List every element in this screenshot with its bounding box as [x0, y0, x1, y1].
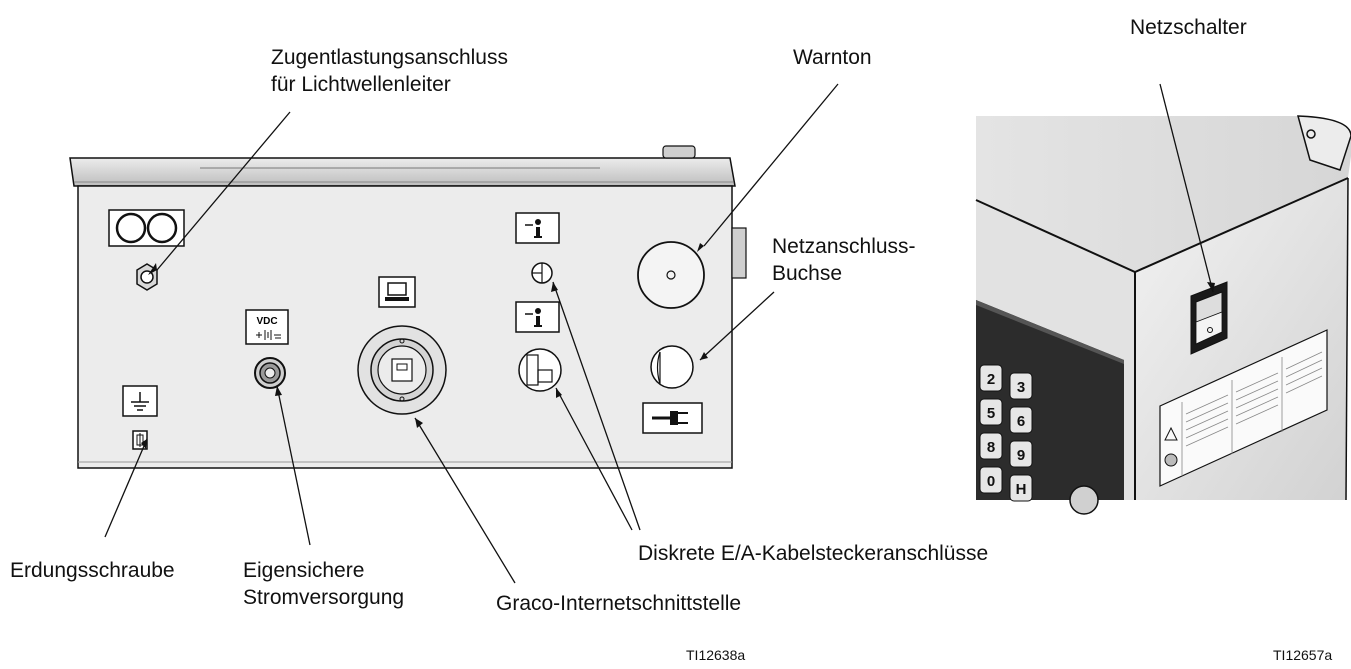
computer-icon	[378, 276, 416, 308]
intrinsic-power-label: Eigensichere Stromversorgung	[243, 557, 404, 611]
keypad-key-label: 0	[987, 473, 995, 490]
ground-symbol-icon	[122, 385, 158, 417]
keypad-key	[979, 398, 1003, 426]
keypad-key	[979, 466, 1003, 494]
enclosure-photo: 2 3 5 6 8 9 0 H	[975, 115, 1351, 515]
discrete-io-port-large	[518, 348, 562, 392]
strain-relief-label-line2: für Lichtwellenleiter	[271, 73, 451, 96]
keypad: 2 3 5 6 8 9 0 H	[979, 364, 1033, 502]
vdc-text: VDC	[256, 316, 277, 327]
discrete-io-port-small	[531, 262, 553, 284]
keypad-key	[1009, 474, 1033, 502]
intrinsic-power-label-line2: Stromversorgung	[243, 586, 405, 609]
fiber-optic-ports	[108, 209, 185, 247]
discrete-io-symbol-bottom	[515, 301, 560, 333]
intrinsic-power-label-line1: Eigensichere	[243, 559, 365, 582]
battery-icon	[256, 330, 281, 340]
keypad-key-label: 8	[987, 439, 995, 456]
keypad-key-label: 3	[1017, 379, 1025, 396]
keypad-key	[1009, 406, 1033, 434]
power-switch-label: Netzschalter	[1130, 16, 1247, 39]
keypad-key-label: 5	[987, 405, 995, 422]
discrete-io-label: Diskrete E/A-Kabelsteckeranschlüsse	[638, 542, 989, 565]
power-socket-label-line2: Buchse	[772, 262, 843, 285]
keypad-key-label: H	[1016, 481, 1027, 498]
alarm-label: Warnton	[793, 46, 872, 69]
power-socket-label: Netzanschluss- Buchse	[772, 233, 916, 287]
keypad-key	[979, 432, 1003, 460]
keypad-key	[1009, 440, 1033, 468]
internet-interface-port	[357, 325, 447, 415]
keypad-key	[979, 364, 1003, 392]
power-supply-connector	[254, 357, 286, 389]
leader-lines	[104, 83, 1214, 584]
figure-id-left: TI12638a	[686, 647, 746, 663]
leader-arrowheads	[141, 243, 1215, 449]
graco-interface-label: Graco-Internetschnittstelle	[496, 592, 742, 615]
strain-relief-label: Zugentlastungsanschluss für Lichtwellenl…	[271, 44, 508, 98]
ground-screw-label: Erdungsschraube	[10, 559, 175, 582]
power-socket-label-line1: Netzanschluss-	[772, 235, 916, 258]
discrete-io-symbol-top	[515, 212, 560, 244]
keypad-key-label: 6	[1017, 413, 1025, 430]
vdc-plate: VDC	[245, 309, 289, 345]
warning-label	[1159, 329, 1328, 487]
keypad-key	[1009, 372, 1033, 400]
keypad-key-label: 9	[1017, 447, 1025, 464]
alarm-buzzer	[637, 241, 705, 309]
power-plug-icon	[642, 402, 703, 434]
power-socket	[650, 345, 694, 389]
strain-relief-label-line1: Zugentlastungsanschluss	[271, 46, 508, 69]
power-switch	[1190, 281, 1228, 355]
keypad-key-label: 2	[987, 371, 995, 388]
figure-id-right: TI12657a	[1273, 647, 1333, 663]
